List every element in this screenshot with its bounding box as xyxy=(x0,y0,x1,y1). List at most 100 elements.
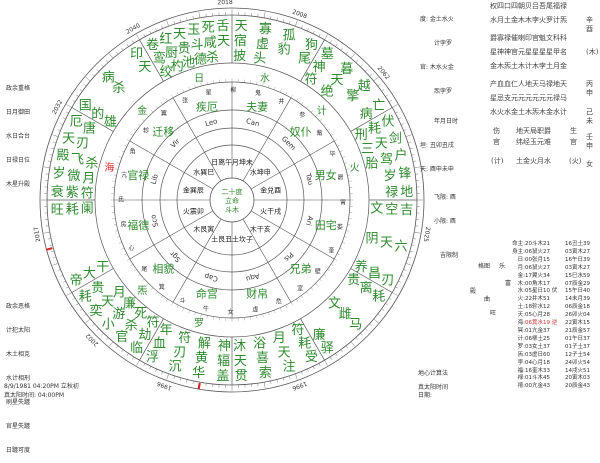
bad-patterns: 政余恶格 计犯太阳 木土相克 水计相刑 刷星失躔 官星失躔 日躔可度 xyxy=(6,287,30,463)
house-star: 盖 xyxy=(216,369,229,384)
house-star: 辐 xyxy=(217,354,230,369)
scale-tick xyxy=(319,34,320,37)
label: 壬申 xyxy=(586,133,594,151)
scale-tick xyxy=(301,26,302,29)
scale-tick xyxy=(346,231,349,232)
scale-tick xyxy=(327,269,329,271)
mansion-label: 星 xyxy=(206,89,212,96)
table-cell: 06辰金18 xyxy=(565,304,599,312)
scale-tick xyxy=(53,257,56,258)
mansion-label: 牛 xyxy=(203,305,209,313)
star-row: 水火水金土木炁木金水计 xyxy=(490,108,567,117)
table-cell: 22寅木15 xyxy=(565,320,599,328)
note: 水日合台 xyxy=(6,133,30,141)
zodiac-sign: Cap xyxy=(203,272,219,283)
scale-tick xyxy=(385,95,387,97)
palace-name: 官禄 xyxy=(127,168,149,182)
scale-tick xyxy=(195,85,196,88)
scale-tick xyxy=(127,353,129,355)
mansion-label: 尾 xyxy=(141,266,147,273)
scale-tick xyxy=(342,157,345,158)
birth-datetime: 8/9/1981 04:20PM 立秋初 xyxy=(4,383,79,391)
table-cell: 海: xyxy=(505,320,525,328)
scale-tick xyxy=(382,309,384,311)
house-star: 唐 xyxy=(83,120,96,136)
house-star: 浴 xyxy=(253,336,266,351)
scale-tick xyxy=(84,84,86,86)
house-star: 披 xyxy=(233,49,246,64)
scale-tick xyxy=(189,310,190,313)
scale-tick xyxy=(280,89,281,92)
scale-tick xyxy=(263,314,264,317)
scale-tick xyxy=(183,308,184,311)
house-star: 刃 xyxy=(173,345,186,360)
scale-tick xyxy=(66,287,69,288)
house-star: 斗 xyxy=(191,38,204,53)
scale-tick xyxy=(392,293,397,296)
house-star: 贯 xyxy=(235,369,248,384)
house-star: 死 xyxy=(202,21,215,36)
house-star: 的 xyxy=(91,106,104,122)
scale-tick xyxy=(413,161,416,162)
table-cell: 01亢金37 xyxy=(525,328,565,336)
scale-tick xyxy=(291,95,293,98)
house-star: 黄 xyxy=(195,351,208,366)
ring-planet: 金 xyxy=(137,104,147,117)
branch-label: 土艮丑 xyxy=(211,235,232,244)
info-line: 天: 酉申未申 xyxy=(420,166,458,174)
house-star: 沐 xyxy=(233,339,246,354)
mansion-label: 井 xyxy=(278,98,284,106)
mansion-label: 觜 xyxy=(317,129,323,137)
house-star: 耗 xyxy=(298,337,311,352)
label: 殿 xyxy=(470,288,476,296)
scale-tick xyxy=(334,140,337,142)
house-star: 衰 xyxy=(51,184,64,200)
house-star: 文 xyxy=(370,202,383,217)
scale-tick xyxy=(121,48,123,50)
house-star: 华 xyxy=(192,366,205,381)
scale-tick xyxy=(378,314,380,316)
scale-tick xyxy=(201,314,202,317)
scale-tick xyxy=(406,263,412,265)
scale-tick xyxy=(109,342,113,347)
scale-tick xyxy=(180,378,181,381)
house-star: 天 xyxy=(278,345,291,360)
label: 纬经玉元难 xyxy=(516,138,551,147)
scale-tick xyxy=(73,100,76,102)
table-cell: 16丑土39 xyxy=(565,241,599,249)
scale-tick xyxy=(67,105,72,108)
house-star: 禄 xyxy=(385,186,398,201)
scale-tick xyxy=(369,74,371,76)
house-star: 耗 xyxy=(368,121,381,136)
label: 官 xyxy=(493,138,500,147)
branch-label: 日离午 xyxy=(211,157,232,166)
scale-tick xyxy=(162,372,163,375)
scale-tick xyxy=(109,54,113,59)
scale-tick xyxy=(412,245,415,246)
scale-tick xyxy=(137,360,140,365)
scale-tick xyxy=(301,295,303,297)
info-line: 垣: 丑卯丑戌 xyxy=(420,142,458,150)
table-cell: 03寅木27 xyxy=(565,249,599,257)
scale-tick xyxy=(337,145,340,146)
mansion-label: 娄 xyxy=(337,223,343,231)
scale-tick xyxy=(306,106,308,108)
house-star: 解 xyxy=(198,336,211,351)
scale-tick xyxy=(283,19,284,22)
scale-tick xyxy=(277,380,278,383)
table-cell: 孛: xyxy=(505,360,525,368)
mansion-label: 胃 xyxy=(340,199,346,206)
table-cell: 日: xyxy=(505,257,525,265)
scale-tick xyxy=(257,315,258,318)
mansion-label: 柳 xyxy=(230,86,236,94)
mansion-label: 氐 xyxy=(118,196,124,204)
house-star: 索 xyxy=(259,366,272,381)
year-label: 2062 xyxy=(376,65,391,81)
